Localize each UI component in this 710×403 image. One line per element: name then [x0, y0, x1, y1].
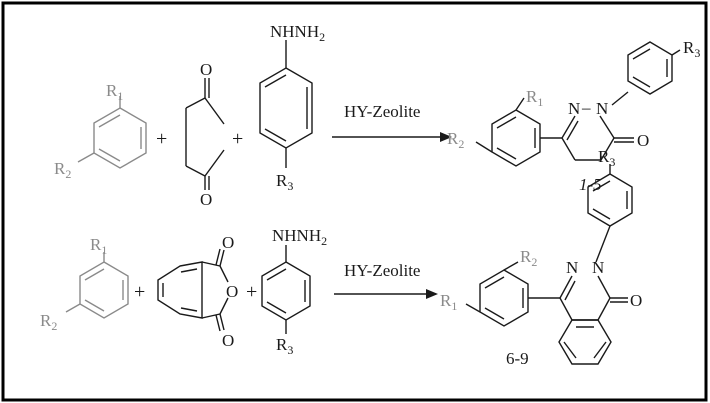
r1-phenylhydrazine — [259, 40, 313, 168]
r2-plus-2: + — [246, 281, 257, 303]
r2-product-R2: R2 — [520, 247, 537, 269]
r1-product-NN-bond: – — [581, 98, 591, 117]
r1-product-R1: R1 — [526, 87, 543, 109]
r1-compound-label: 1-5 — [579, 175, 602, 194]
r1-catalyst-label: HY-Zeolite — [344, 102, 420, 121]
r1-product-N2: N — [596, 99, 608, 118]
r2-product-R3: R3 — [598, 147, 615, 169]
r2-product-N1: N — [566, 258, 578, 277]
r1-plus-2: + — [232, 128, 243, 150]
r1-product-R3: R3 — [683, 38, 700, 60]
r1-substituent-R2: R2 — [54, 159, 71, 181]
r1-product-N1: N — [568, 99, 580, 118]
reaction-1: R1 R2 + O O + NHNH2 R3 — [54, 22, 700, 209]
r2-phthalic-anhydride — [157, 248, 229, 332]
r2-product-structure — [465, 164, 633, 365]
reaction-2: R1 R2 + O O O + — [40, 147, 642, 368]
r2-phenylhydrazine — [261, 245, 311, 334]
r2-product-R1: R1 — [440, 291, 457, 313]
r2-product-N2: N — [592, 258, 604, 277]
r1-product-R2: R2 — [447, 129, 464, 151]
r1-plus-1: + — [156, 128, 167, 150]
r1-hydrazine-group: NHNH2 — [270, 22, 325, 44]
r2-plus-1: + — [134, 281, 145, 303]
r1-hydrazine-R3: R3 — [276, 171, 293, 193]
r2-substituent-R2: R2 — [40, 311, 57, 333]
r2-product-carbonyl-O: O — [630, 291, 642, 310]
r2-substituted-benzene — [65, 252, 129, 319]
r1-product-structure — [475, 41, 681, 167]
r1-product-carbonyl-O: O — [637, 131, 649, 150]
r1-substituted-benzene — [77, 96, 147, 169]
r2-hydrazine-R3: R3 — [276, 335, 293, 357]
r2-reaction-arrow — [334, 289, 438, 299]
r2-anhydride-oxygen-bottom: O — [222, 331, 234, 350]
r1-anhydride-oxygen-top: O — [200, 60, 212, 79]
r2-hydrazine-group: NHNH2 — [272, 226, 327, 248]
r2-compound-label: 6-9 — [506, 349, 529, 368]
r2-catalyst-label: HY-Zeolite — [344, 261, 420, 280]
r1-succinic-anhydride — [185, 78, 225, 190]
r2-anhydride-oxygen-top: O — [222, 233, 234, 252]
r1-substituent-R1: R1 — [106, 81, 123, 103]
r1-reaction-arrow — [332, 132, 452, 142]
r2-anhydride-oxygen-ring: O — [226, 282, 238, 301]
r1-anhydride-oxygen-bottom: O — [200, 190, 212, 209]
r2-substituent-R1: R1 — [90, 235, 107, 257]
